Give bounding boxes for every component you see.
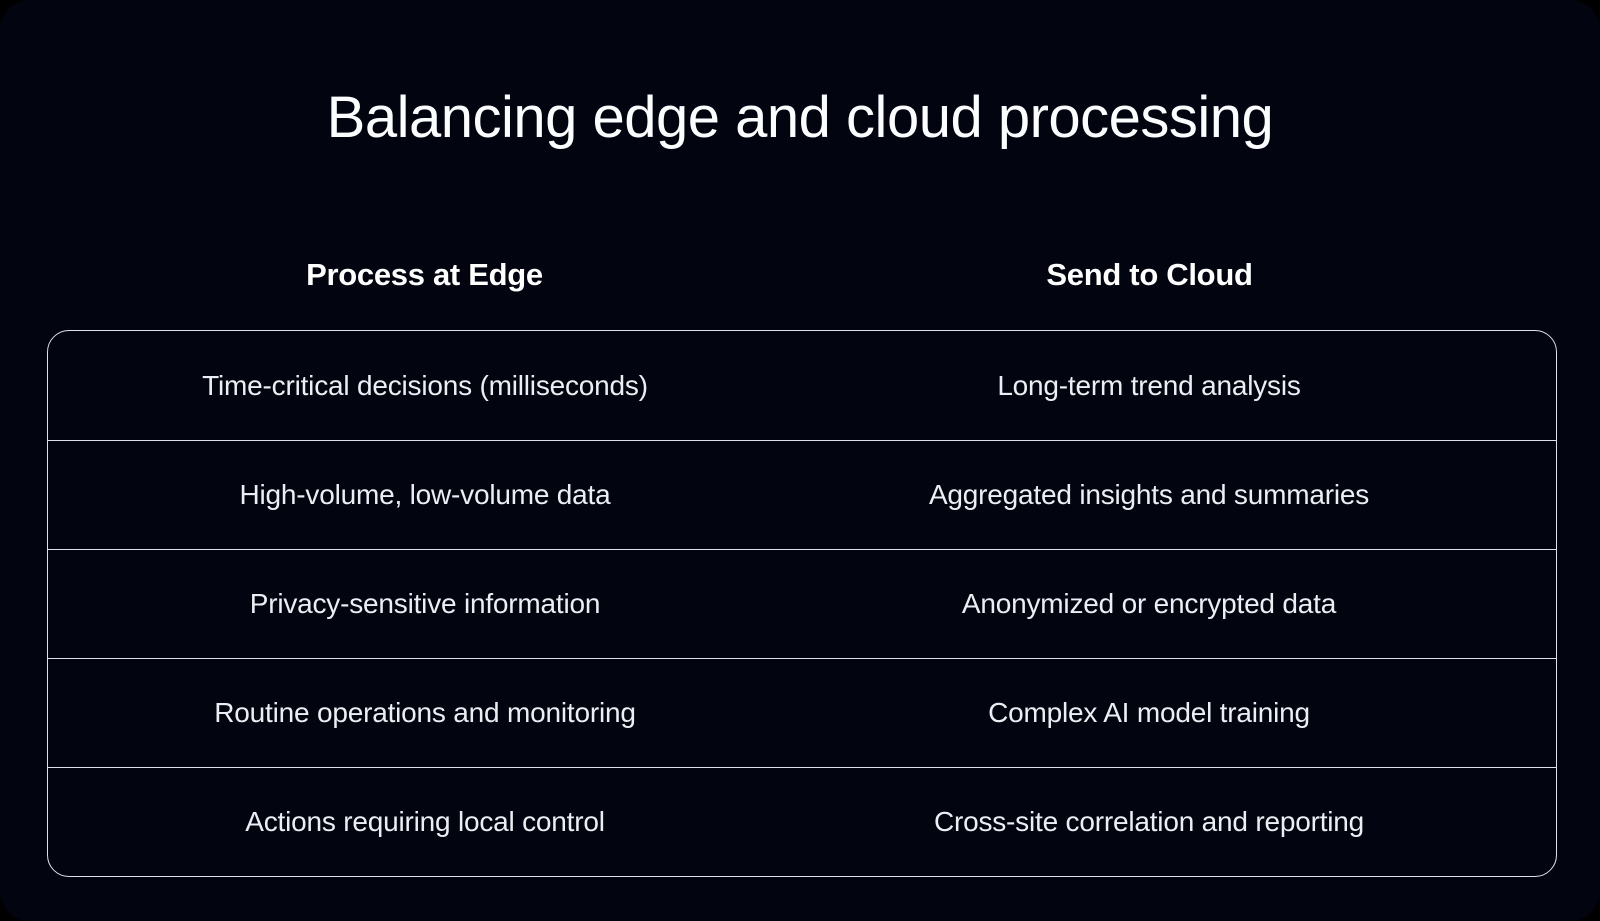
table-row: High-volume, low-volume data Aggregated … (48, 440, 1556, 549)
column-header-process-at-edge: Process at Edge (306, 257, 543, 292)
edge-cell: Time-critical decisions (milliseconds) (202, 369, 648, 401)
cloud-cell: Anonymized or encrypted data (961, 588, 1337, 619)
cloud-cell: Cross-site correlation and reporting (933, 806, 1365, 837)
column-headers: Process at Edge Send to Cloud (47, 252, 1557, 298)
page-title: Balancing edge and cloud processing (326, 85, 1274, 150)
edge-cell: Privacy-sensitive information (249, 588, 601, 619)
edge-cell: Routine operations and monitoring (214, 697, 636, 728)
cloud-cell: Long-term trend analysis (997, 369, 1301, 401)
comparison-table: Time-critical decisions (milliseconds) L… (47, 330, 1557, 877)
table-row: Actions requiring local control Cross-si… (48, 767, 1556, 876)
edge-cell: Actions requiring local control (245, 806, 605, 837)
column-header-send-to-cloud: Send to Cloud (1046, 257, 1253, 292)
cloud-cell: Complex AI model training (988, 697, 1310, 728)
table-row: Routine operations and monitoring Comple… (48, 658, 1556, 767)
edge-cell: High-volume, low-volume data (239, 479, 611, 510)
table-row: Privacy-sensitive information Anonymized… (48, 549, 1556, 658)
cloud-cell: Aggregated insights and summaries (928, 479, 1370, 510)
table-row: Time-critical decisions (milliseconds) L… (48, 331, 1556, 440)
